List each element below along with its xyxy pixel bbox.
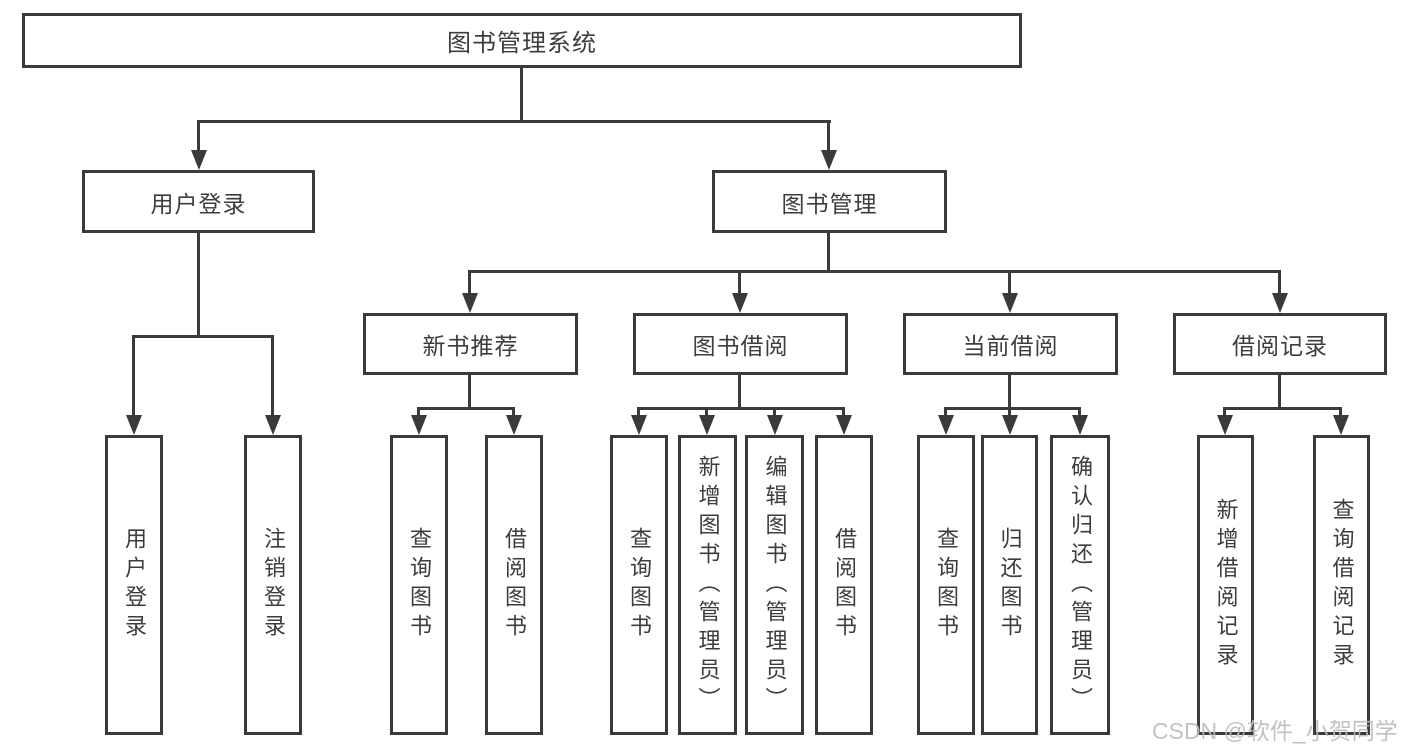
connector-line: [1339, 407, 1342, 419]
csdn-watermark: CSDN @软件_小贺同学: [1152, 718, 1398, 744]
leaf-borrow-books: 借阅图书: [815, 435, 873, 735]
node-label: 查询图书: [627, 527, 652, 643]
connector-line: [637, 407, 640, 419]
leaf-return-books: 归还图书: [981, 435, 1038, 735]
leaf-edit-books-admin: 编辑图书（管理员）: [745, 435, 804, 735]
connector-line: [417, 407, 515, 410]
connector-line: [1008, 375, 1011, 410]
node-label: 当前借阅: [962, 333, 1059, 359]
connector-line: [1078, 407, 1081, 419]
connector-line: [512, 407, 515, 419]
node-current-borrowing: 当前借阅: [903, 313, 1118, 375]
connector-line: [944, 407, 1081, 410]
arrowhead-down-icon: [506, 415, 522, 435]
arrowhead-down-icon: [836, 415, 852, 435]
arrowhead-down-icon: [126, 415, 142, 435]
node-label: 新书推荐: [422, 333, 519, 359]
arrowhead-down-icon: [411, 415, 427, 435]
node-label: 借阅图书: [832, 527, 857, 643]
connector-line: [468, 375, 471, 410]
connector-line: [1223, 407, 1342, 410]
connector-line: [827, 233, 830, 273]
node-book-borrowing: 图书借阅: [633, 313, 848, 375]
arrowhead-down-icon: [699, 415, 715, 435]
node-label: 图书管理: [781, 190, 878, 217]
node-label: 图书管理系统: [447, 30, 597, 57]
connector-line: [132, 335, 135, 419]
node-label: 查询图书: [407, 527, 432, 643]
connector-line: [637, 407, 845, 410]
node-label: 新增图书（管理员）: [695, 454, 721, 716]
leaf-query-books-recommend: 查询图书: [390, 435, 448, 735]
connector-line: [705, 407, 708, 419]
arrowhead-down-icon: [1072, 415, 1088, 435]
arrowhead-down-icon: [462, 293, 478, 313]
arrowhead-down-icon: [767, 415, 783, 435]
arrowhead-down-icon: [631, 415, 647, 435]
connector-line: [842, 407, 845, 419]
arrowhead-down-icon: [1002, 293, 1018, 313]
connector-line: [197, 120, 831, 123]
arrowhead-down-icon: [938, 415, 954, 435]
node-new-book-recommend: 新书推荐: [363, 313, 578, 375]
connector-line: [1278, 270, 1281, 297]
connector-line: [197, 120, 200, 152]
arrowhead-down-icon: [1333, 415, 1349, 435]
leaf-query-borrow-record: 查询借阅记录: [1313, 435, 1370, 735]
connector-line: [738, 270, 741, 297]
connector-line: [1278, 375, 1281, 410]
node-label: 借阅图书: [502, 527, 527, 643]
connector-line: [271, 335, 274, 419]
leaf-query-books-current: 查询图书: [917, 435, 975, 735]
node-label: 用户登录: [150, 190, 247, 217]
node-label: 归还图书: [997, 527, 1023, 643]
node-label: 用户登录: [122, 527, 147, 643]
leaf-query-books-borrowing: 查询图书: [610, 435, 668, 735]
arrowhead-down-icon: [1002, 415, 1018, 435]
node-book-management: 图书管理: [712, 170, 947, 233]
node-root-library-system: 图书管理系统: [22, 13, 1022, 68]
connector-line: [1008, 407, 1011, 419]
connector-line: [417, 407, 420, 419]
arrowhead-down-icon: [191, 150, 207, 170]
node-label: 查询借阅记录: [1329, 498, 1355, 672]
node-label: 借阅记录: [1232, 333, 1328, 359]
connector-line: [468, 270, 471, 297]
leaf-add-books-admin: 新增图书（管理员）: [678, 435, 737, 735]
connector-line: [944, 407, 947, 419]
connector-line: [197, 233, 200, 338]
node-label: 确认归还（管理员）: [1068, 454, 1093, 716]
node-label: 编辑图书（管理员）: [762, 454, 788, 716]
leaf-add-borrow-record: 新增借阅记录: [1197, 435, 1254, 735]
connector-line: [738, 375, 741, 410]
arrowhead-down-icon: [1217, 415, 1233, 435]
node-label: 注销登录: [261, 527, 286, 643]
leaf-confirm-return-admin: 确认归还（管理员）: [1050, 435, 1110, 735]
connector-line: [132, 335, 274, 338]
leaf-logout: 注销登录: [244, 435, 302, 735]
arrowhead-down-icon: [265, 415, 281, 435]
leaf-borrow-books-recommend: 借阅图书: [485, 435, 543, 735]
connector-line: [520, 68, 523, 122]
connector-line: [468, 270, 1281, 273]
arrowhead-down-icon: [1272, 293, 1288, 313]
leaf-user-login: 用户登录: [105, 435, 163, 735]
node-label: 图书借阅: [692, 333, 789, 359]
connector-line: [1223, 407, 1226, 419]
node-label: 新增借阅记录: [1213, 498, 1239, 672]
node-user-login: 用户登录: [82, 170, 315, 233]
connector-line: [827, 120, 830, 152]
arrowhead-down-icon: [821, 150, 837, 170]
connector-line: [773, 407, 776, 419]
node-borrowing-records: 借阅记录: [1173, 313, 1387, 375]
connector-line: [1008, 270, 1011, 297]
node-label: 查询图书: [934, 527, 959, 643]
arrowhead-down-icon: [732, 293, 748, 313]
